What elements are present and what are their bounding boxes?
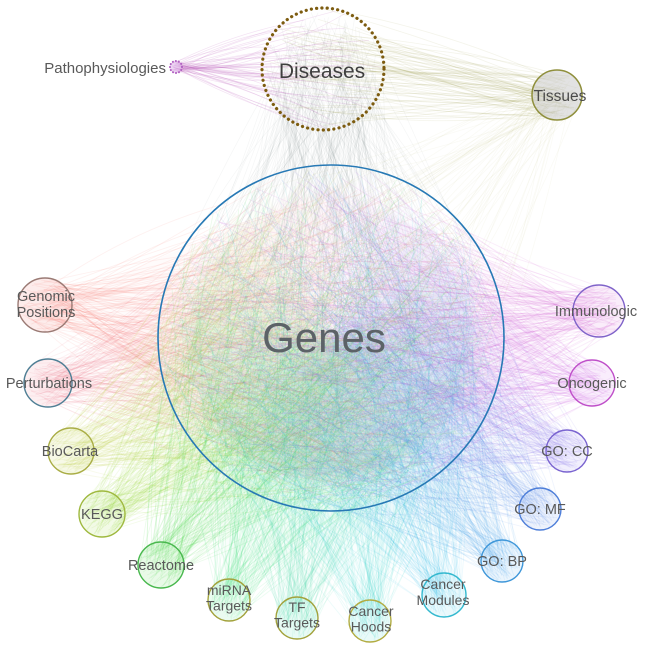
label-tissues: Tissues [534,88,587,105]
node-go_mf[interactable] [518,487,562,531]
edge-bundle-perturbations-genes [25,188,492,504]
node-reactome[interactable] [137,541,185,589]
label-go_cc: GO: CC [541,444,593,460]
node-go_bp[interactable] [480,539,524,583]
node-oncogenic[interactable] [568,359,616,407]
node-pathophysiologies[interactable] [169,60,183,74]
edge-bundle-oncogenic-genes [166,171,615,503]
node-genes[interactable] [157,164,505,512]
node-immunologic[interactable] [572,284,626,338]
edge-bundle-pathophysiologies-diseases [171,10,382,130]
node-mirna_targets[interactable] [207,578,251,622]
node-biocarta[interactable] [47,427,95,475]
label-pathophysiologies: Pathophysiologies [44,60,166,77]
edge-bundle-tf_targets-genes [160,193,503,638]
label-go_mf: GO: MF [514,502,566,518]
label-genes: Genes [262,314,386,361]
labels-layer: Genes Diseases PathophysiologiesTissuesGen… [6,60,637,635]
edge-bundle-tissues-diseases [263,8,581,127]
edge-bundle-cancer_modules-genes [158,170,475,617]
node-diseases[interactable] [260,6,386,132]
edge-bundle-genomic_positions-genes [19,179,491,493]
label-reactome: Reactome [128,558,194,574]
label-go_bp: GO: BP [477,554,527,570]
edge-bundle-biocarta-genes [48,169,497,500]
label-immunologic: Immunologic [555,304,637,320]
edge-bundle-reactome-genes [137,178,501,588]
label-biocarta: BioCarta [42,444,99,460]
node-tissues[interactable] [531,69,583,121]
label-oncogenic: Oncogenic [557,376,626,392]
node-perturbations[interactable] [23,358,73,408]
node-tf_targets[interactable] [275,596,319,640]
nodes-layer [17,6,626,643]
label-kegg: KEGG [81,507,123,523]
node-cancer_modules[interactable] [421,572,467,618]
edge-bundle-mirna_targets-genes [160,177,497,621]
edge-bundle-go_cc-genes [161,168,588,501]
node-genomic_positions[interactable] [17,277,73,333]
edge-bundle-tissues-genes [165,70,582,496]
node-go_cc[interactable] [545,429,589,473]
edge-bundle-kegg-genes [79,186,482,537]
edge-bundle-diseases-genes [158,12,501,507]
edge-bundle-go_bp-genes [160,171,522,582]
label-diseases: Diseases [279,60,365,83]
label-perturbations: Perturbations [6,376,92,392]
node-kegg[interactable] [78,490,126,538]
node-cancer_hoods[interactable] [348,599,392,643]
